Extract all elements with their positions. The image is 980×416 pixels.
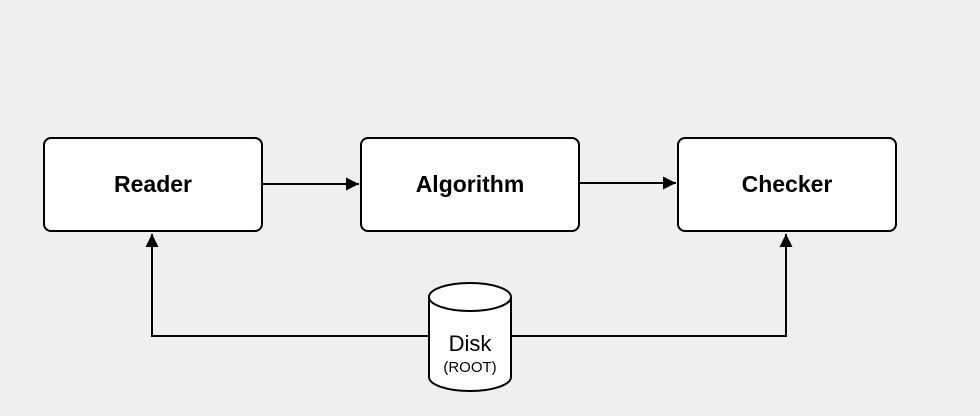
- node-checker-label: Checker: [741, 171, 833, 197]
- edge-disk-to-checker: [511, 234, 793, 337]
- database-cylinder-top: [428, 282, 512, 312]
- node-checker: Checker: [677, 137, 897, 232]
- node-reader-label: Reader: [114, 171, 192, 197]
- node-algorithm-label: Algorithm: [415, 171, 525, 197]
- edge-disk-to-reader: [145, 234, 429, 337]
- database-sublabel: (ROOT): [443, 359, 496, 376]
- database-disk: Disk (ROOT): [428, 282, 512, 392]
- node-reader: Reader: [43, 137, 263, 232]
- node-algorithm: Algorithm: [360, 137, 580, 232]
- database-cylinder-body: [428, 297, 512, 392]
- database-label: Disk: [449, 331, 493, 356]
